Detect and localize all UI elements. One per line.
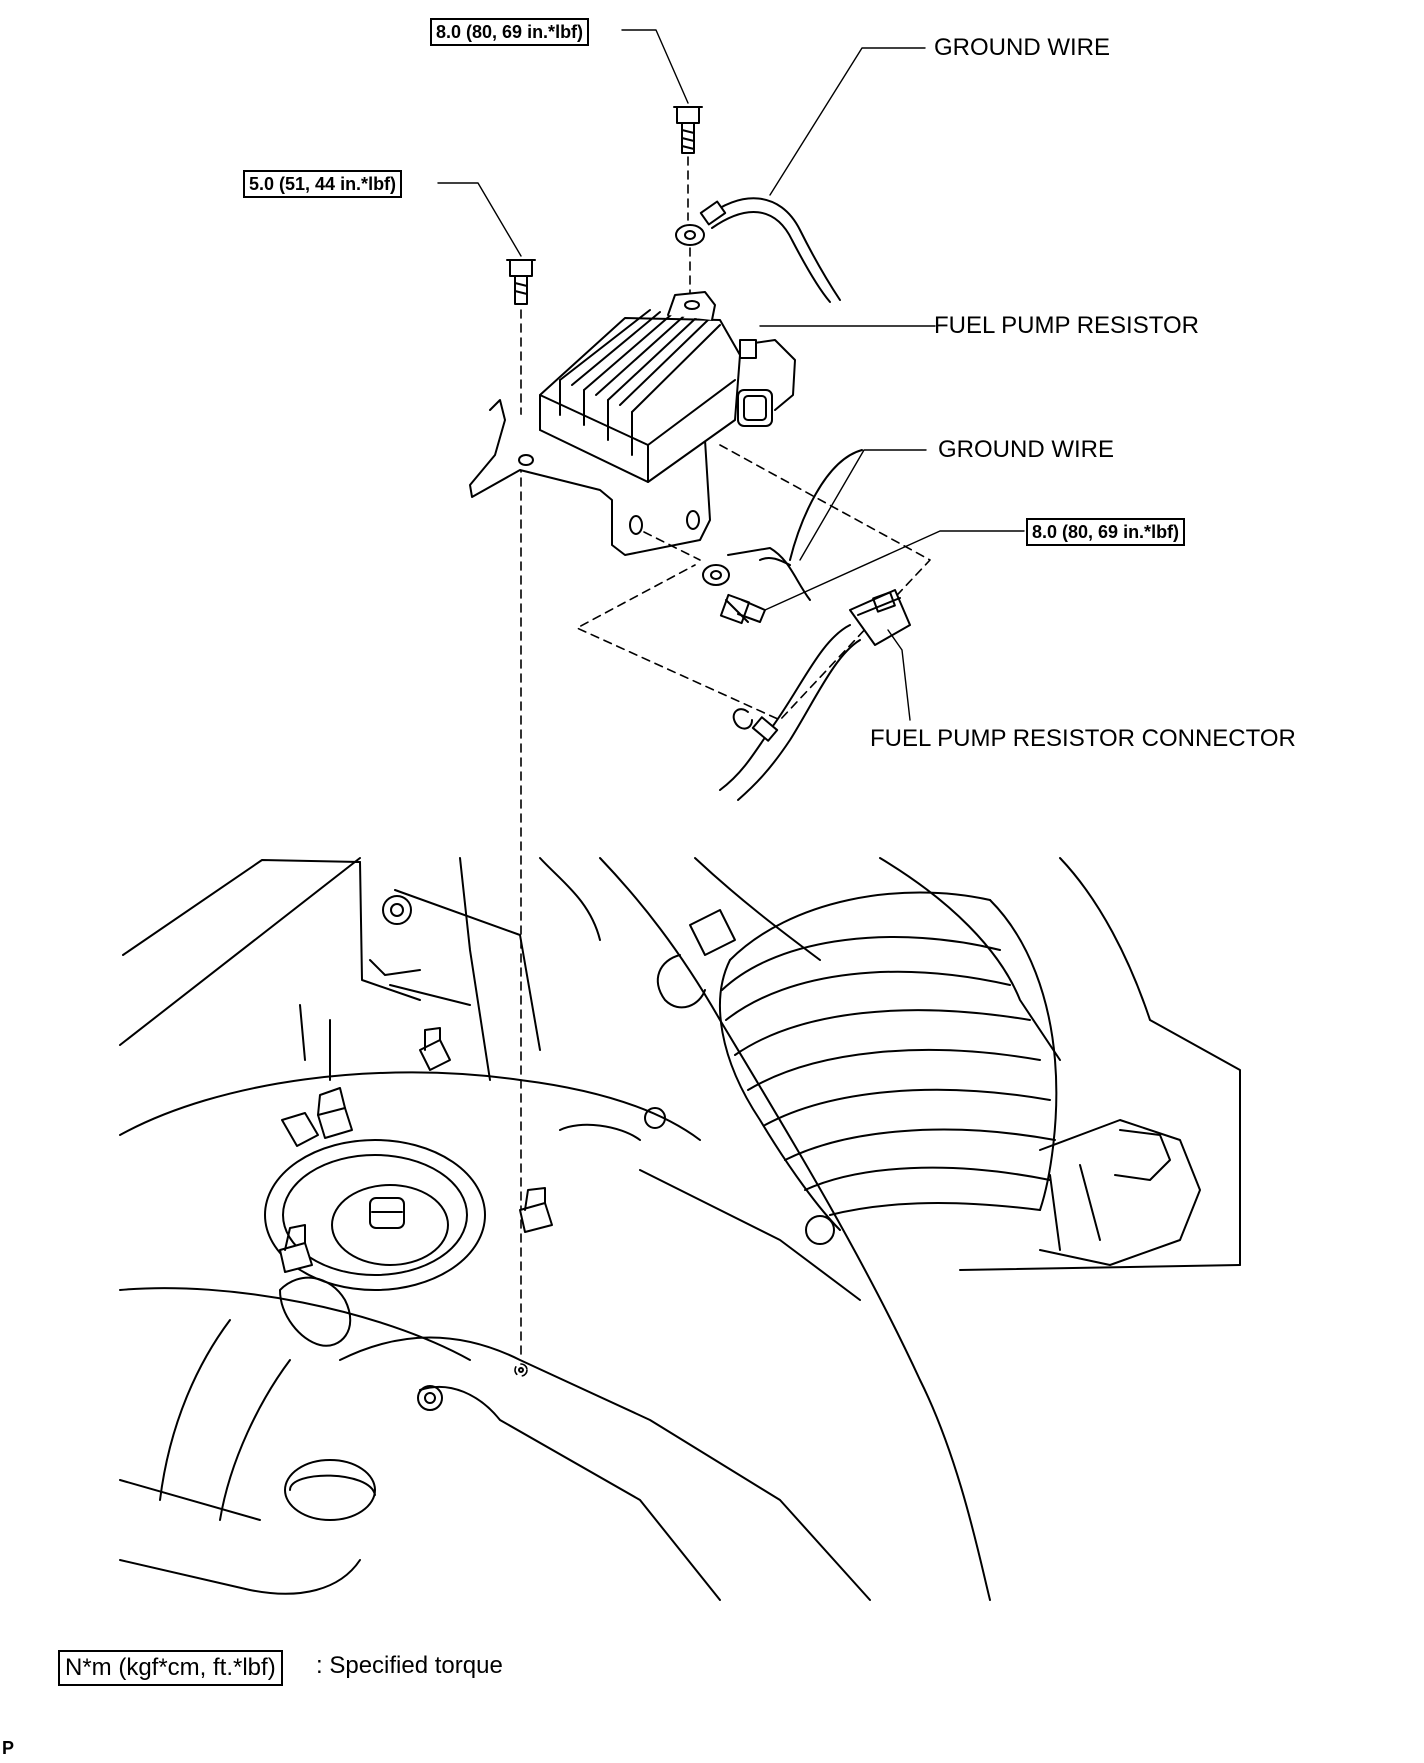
top-bolt-leader <box>621 29 689 104</box>
resistor-connector-icon <box>849 589 911 646</box>
torque-spec-left-bolt: 5.0 (51, 44 in.*lbf) <box>243 170 403 198</box>
ground-wire-top-leader <box>769 47 926 196</box>
top-bolt-icon <box>673 106 703 154</box>
ground-bolt-icon <box>719 593 766 625</box>
ground-wire-top-cable <box>699 197 841 303</box>
ground-wire-mid-cable <box>702 449 863 601</box>
connector-leader <box>887 629 911 721</box>
torque-spec-ground-bolt: 8.0 (80, 69 in.*lbf) <box>1026 518 1186 546</box>
legend-torque-box: N*m (kgf*cm, ft.*lbf) <box>58 1650 283 1686</box>
torque-spec-top-bolt: 8.0 (80, 69 in.*lbf) <box>430 18 590 46</box>
left-bolt-leader <box>437 182 522 257</box>
fuel-pump-resistor-body <box>469 291 796 556</box>
figure-code: P <box>2 1738 15 1758</box>
vehicle-body-illustration <box>119 857 1241 1601</box>
legend-description: : Specified torque <box>316 1652 503 1679</box>
label-fuel-pump-resistor: FUEL PUMP RESISTOR <box>934 312 1199 339</box>
label-ground-wire-mid: GROUND WIRE <box>938 436 1114 463</box>
ground-wire-mid-leader <box>799 449 927 561</box>
label-ground-wire-top: GROUND WIRE <box>934 34 1110 61</box>
ground-bolt-leader <box>764 530 1025 611</box>
top-washer-icon <box>675 224 705 246</box>
connection-outline <box>576 444 931 721</box>
wire-harness <box>719 624 861 801</box>
left-bolt-icon <box>506 259 536 305</box>
strut-nut-icon <box>279 1027 553 1273</box>
label-fuel-pump-resistor-connector: FUEL PUMP RESISTOR CONNECTOR <box>870 725 1296 752</box>
